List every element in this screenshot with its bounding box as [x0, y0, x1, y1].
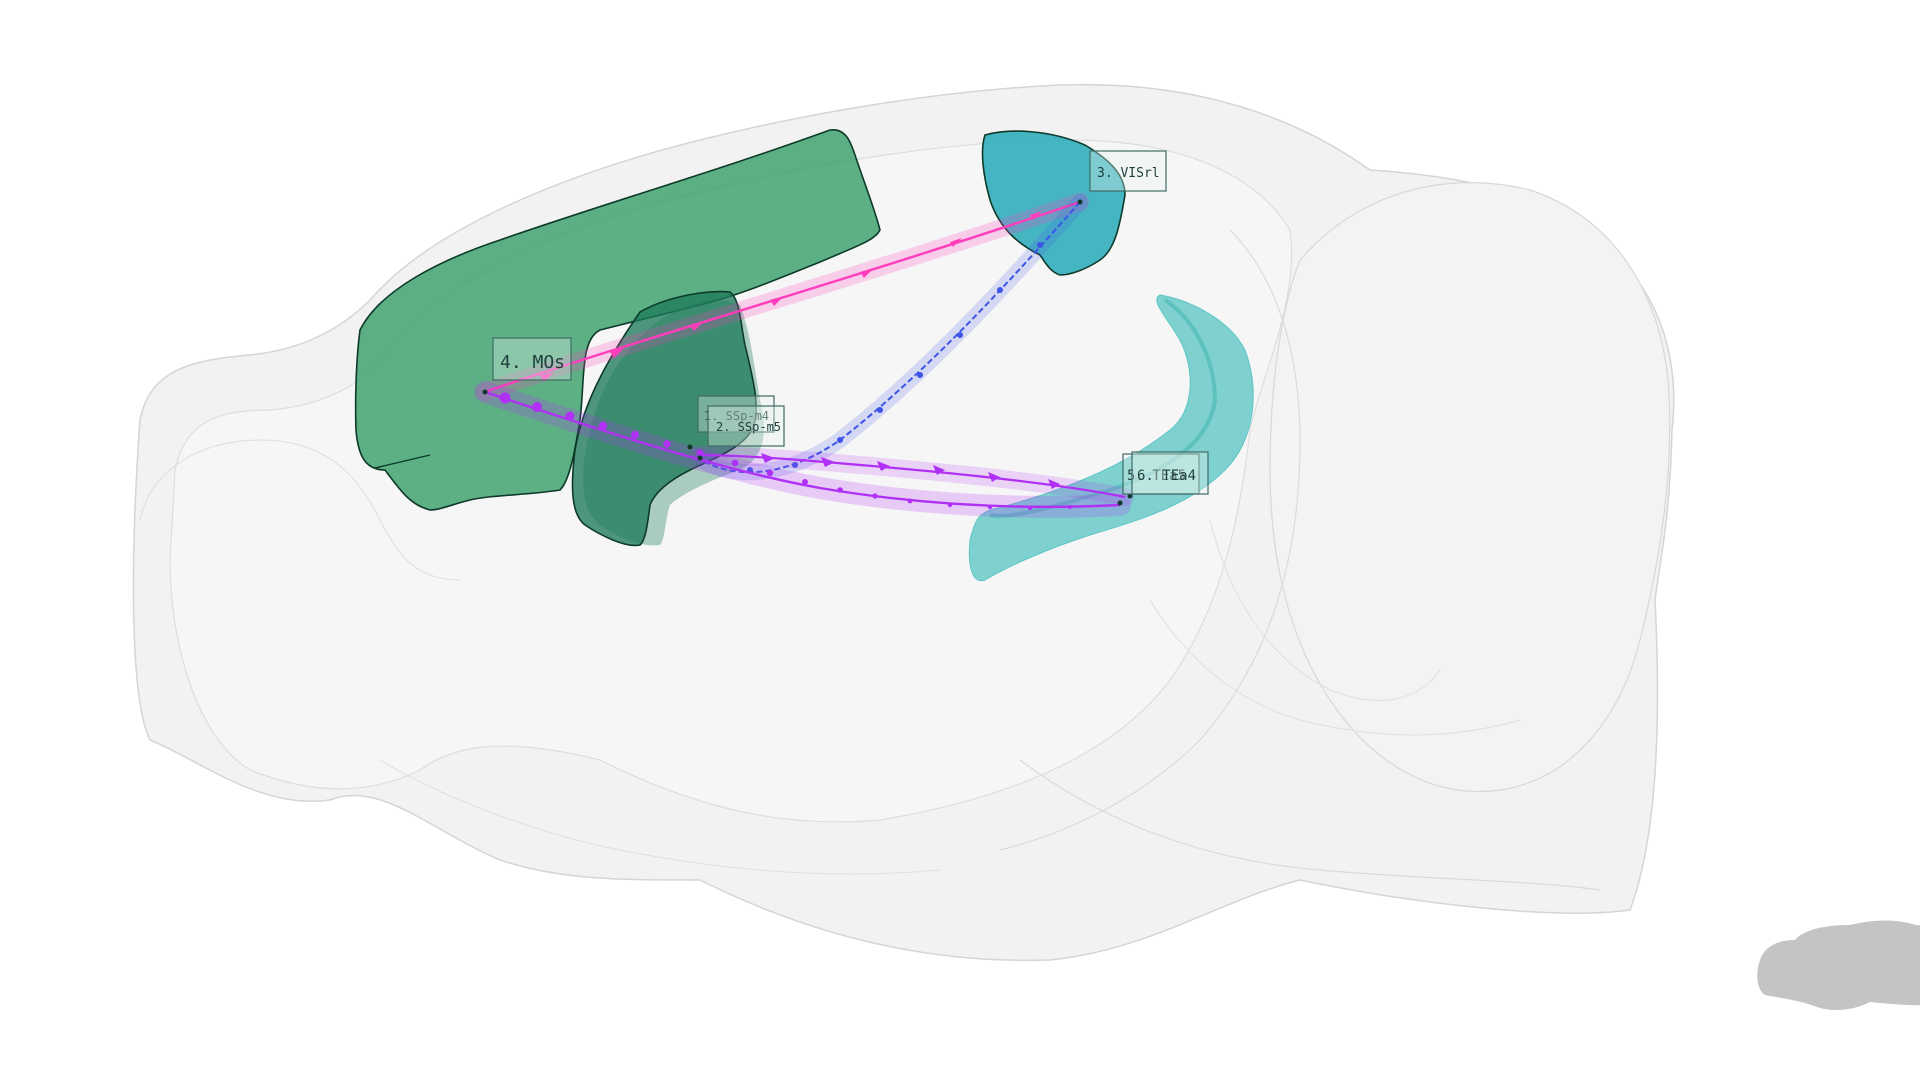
label-ssp-m5-text: 2. SSp-m5: [716, 420, 781, 434]
label-tea5-text: 5. TEa5: [1127, 468, 1186, 484]
midbrain-contour: [999, 229, 1301, 851]
label-ssp-m4[interactable]: 1. SSp-m4: [697, 395, 775, 433]
label-visrl-text: 3. VISrl: [1097, 166, 1160, 181]
pathway-pink-line: [484, 200, 1081, 394]
hindbrain-contour: [1019, 759, 1601, 891]
region-tea[interactable]: [968, 294, 1254, 582]
label-ssp-m4-text: 1. SSp-m4: [704, 409, 769, 423]
ventral-contour: [379, 759, 941, 875]
anchor-ssp-m5: [697, 455, 703, 461]
pathway-violet-upper[interactable]: [691, 446, 1134, 506]
cerebellum: [1269, 182, 1671, 793]
olfactory-contour: [139, 439, 461, 581]
region-visrl[interactable]: [981, 130, 1126, 276]
label-ssp-m5[interactable]: 2. SSp-m5: [707, 405, 785, 447]
label-tea5[interactable]: 5. TEa5: [1122, 453, 1200, 495]
brain-outline: [132, 83, 1675, 962]
orientation-brain-thumbnail-icon[interactable]: [1757, 920, 1920, 1010]
label-tea4[interactable]: 6. TEa4: [1131, 451, 1209, 495]
label-visrl[interactable]: 3. VISrl: [1089, 150, 1167, 192]
brainstem-contour: [1149, 599, 1521, 736]
region-mos-ridge: [374, 454, 431, 469]
anchor-tea5: [1117, 500, 1123, 506]
anchor-points: [482, 199, 1133, 506]
label-mos-text: 4. MOs: [500, 352, 565, 373]
region-visrl-shape: [981, 130, 1126, 276]
pathway-violet-lower[interactable]: [474, 381, 1131, 518]
pathway-violet-upper-arrows: [761, 453, 1060, 489]
pathway-violet-lower-line: [484, 390, 1121, 509]
anchor-visrl: [1077, 199, 1083, 205]
label-mos[interactable]: 4. MOs: [492, 337, 572, 381]
pathway-violet-lower-dots: [499, 392, 1072, 510]
anchor-tea4: [1127, 493, 1133, 499]
hippocampal-contour: [1209, 519, 1441, 701]
anchor-ssp-m4: [687, 444, 693, 450]
label-tea4-text: 6. TEa4: [1137, 468, 1196, 484]
region-ssp[interactable]: [571, 290, 764, 547]
anchor-mos: [482, 389, 488, 395]
region-tea-inner: [989, 298, 1218, 518]
thumbnail-shape: [1757, 920, 1920, 1010]
pathway-pink[interactable]: [476, 193, 1089, 401]
